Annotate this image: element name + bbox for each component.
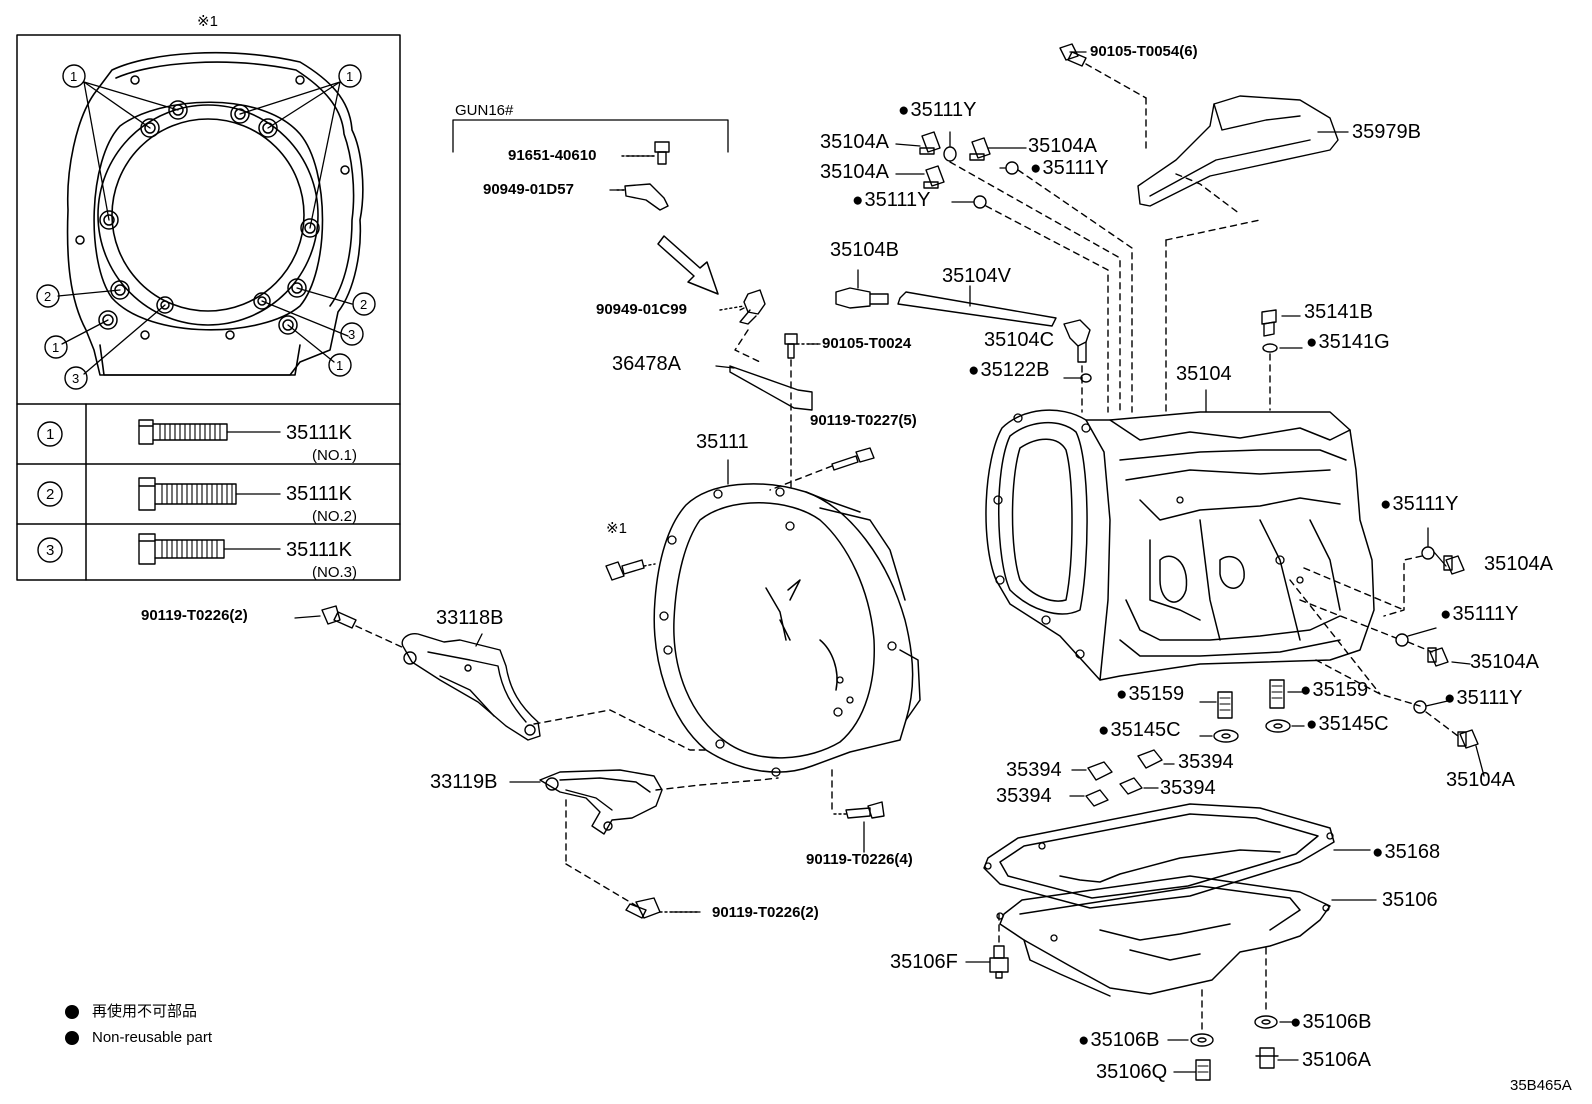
inset-row-3-num: 3 — [46, 542, 55, 559]
label-90949-01d57: 90949-01D57 — [483, 181, 574, 198]
bell-housing-drawing — [653, 483, 921, 777]
oil-pan-drawing — [983, 803, 1335, 997]
inset-housing-drawing — [36, 51, 376, 390]
inset-row-3-part: 35111K — [286, 539, 352, 561]
inset-panel — [16, 34, 401, 581]
inset-callout-1a: 1 — [70, 69, 78, 84]
label-90105-t0054: 90105-T0054(6) — [1090, 43, 1198, 60]
label-90119-t0226-4: 90119-T0226(4) — [806, 851, 913, 868]
label-35104b: 35104B — [830, 239, 899, 261]
label-90119-t0226-2b: 90119-T0226(2) — [712, 904, 819, 921]
label-90119-t0226-2a: 90119-T0226(2) — [141, 607, 248, 624]
label-35979b: 35979B — [1352, 121, 1421, 143]
inset-callout-3b: 3 — [72, 371, 80, 386]
inset-row-2-note: (NO.2) — [312, 508, 357, 525]
group-bracket — [452, 119, 729, 153]
inset-row-2-num: 2 — [46, 486, 55, 503]
label-35111y-f: 35111Y — [1444, 688, 1522, 709]
label-90105-t0024: 90105-T0024 — [822, 335, 912, 352]
label-35394-b: 35394 — [1178, 751, 1234, 773]
label-91651-40610: 91651-40610 — [508, 147, 597, 164]
label-35159-a: 35159 — [1116, 684, 1184, 705]
inset-marker: ※1 — [197, 13, 218, 30]
inset-bolt-drawings — [37, 419, 281, 565]
marker-small: ※1 — [606, 520, 627, 537]
legend-line-1: 再使用不可部品 — [92, 1003, 198, 1020]
label-35106: 35106 — [1382, 889, 1438, 911]
label-35104a-e: 35104A — [1470, 651, 1539, 673]
label-90119-t0227: 90119-T0227(5) — [810, 412, 917, 429]
inset-row-1-part: 35111K — [286, 422, 352, 444]
oil-pan-fasteners — [965, 913, 1299, 1081]
label-35104a-a: 35104A — [820, 131, 889, 153]
label-35159-b: 35159 — [1300, 680, 1368, 701]
inset-callout-1c: 1 — [52, 340, 60, 355]
label-35111y-d: 35111Y — [1380, 494, 1458, 515]
label-35111: 35111 — [696, 431, 749, 453]
label-35104c: 35104C — [984, 329, 1055, 351]
label-35141g: 35141G — [1306, 332, 1389, 353]
label-35106q: 35106Q — [1096, 1061, 1168, 1083]
label-35394-c: 35394 — [996, 785, 1052, 807]
label-36478a: 36478A — [612, 353, 681, 375]
label-35104a-b: 35104A — [1028, 135, 1097, 157]
label-35111y-e: 35111Y — [1440, 604, 1518, 625]
inset-callout-2b: 2 — [360, 297, 368, 312]
label-35106a: 35106A — [1302, 1049, 1371, 1071]
inset-callout-1b: 1 — [346, 69, 354, 84]
bell-housing-fasteners — [321, 447, 885, 919]
label-35104a-c: 35104A — [820, 161, 889, 183]
label-35394-d: 35394 — [1160, 777, 1216, 799]
label-35104a-d: 35104A — [1484, 553, 1553, 575]
group-label: GUN16# — [455, 102, 514, 119]
transmission-case-drawing — [985, 409, 1375, 681]
inset-row-1-num: 1 — [46, 426, 55, 443]
label-35104a-f: 35104A — [1446, 769, 1515, 791]
label-35141b: 35141B — [1304, 301, 1373, 323]
label-35111y-c: 35111Y — [852, 190, 930, 211]
label-33118b: 33118B — [436, 607, 504, 629]
inset-row-1-note: (NO.1) — [312, 447, 357, 464]
label-35145c-b: 35145C — [1306, 714, 1388, 735]
label-35145c-a: 35145C — [1098, 720, 1180, 741]
legend-line-2: Non-reusable part — [92, 1029, 213, 1046]
inset-callout-2a: 2 — [44, 289, 52, 304]
inset-callout-1d: 1 — [336, 358, 344, 373]
label-35106f: 35106F — [890, 951, 958, 973]
label-leaders — [294, 51, 1485, 1041]
label-33119b: 33119B — [430, 771, 498, 793]
legend-dot-1 — [65, 1005, 79, 1019]
inset-callout-3a: 3 — [348, 327, 356, 342]
label-35111y-a: 35111Y — [898, 100, 976, 121]
figure-code: 35B465A — [1510, 1077, 1572, 1094]
inset-row-3-note: (NO.3) — [312, 564, 357, 581]
label-90949-01c99: 90949-01C99 — [596, 301, 687, 318]
label-35168: 35168 — [1372, 842, 1440, 863]
legend-dot-2 — [65, 1031, 79, 1045]
label-35104: 35104 — [1176, 363, 1232, 385]
case-fasteners — [835, 43, 1479, 807]
label-35106b-a: 35106B — [1078, 1030, 1159, 1051]
label-35394-a: 35394 — [1006, 759, 1062, 781]
inset-row-2-part: 35111K — [286, 483, 352, 505]
label-35104v: 35104V — [942, 265, 1011, 287]
label-35106b-b: 35106B — [1290, 1012, 1371, 1033]
label-35122b: 35122B — [968, 360, 1049, 381]
label-35111y-b: 35111Y — [1030, 158, 1108, 179]
